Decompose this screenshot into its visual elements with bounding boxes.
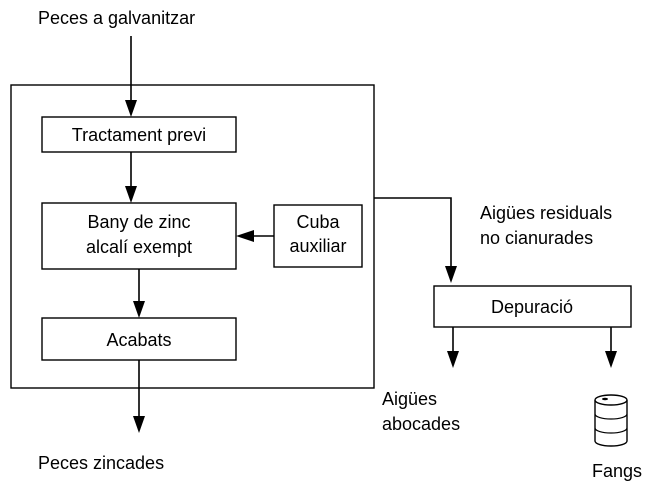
auxiliary-tank-box: Cuba auxiliar [273,204,363,268]
zinc-bath-label-line1: Bany de zinc [87,212,190,232]
pretreatment-box: Tractament previ [41,116,237,153]
wastewater-arrow [374,197,457,283]
input-arrow [125,36,137,117]
bath-to-finishing-arrow [133,269,145,318]
finishing-box: Acabats [41,317,237,361]
pretreatment-label: Tractament previ [72,125,206,145]
wastewater-label-line2: no cianurades [480,228,593,248]
output-arrow [133,360,145,433]
auxiliary-to-bath-arrow [236,230,274,242]
input-label: Peces a galvanitzar [38,8,195,28]
auxiliary-tank-label-line1: Cuba [296,212,340,232]
auxiliary-tank-label-line2: auxiliar [289,236,346,256]
discharged-water-arrow [447,327,459,368]
barrel-icon [594,394,628,447]
discharged-label-line1: Aigües [382,389,437,409]
treatment-box: Depuració [433,285,632,328]
wastewater-label-line1: Aigües residuals [480,203,612,223]
discharged-label-line2: abocades [382,414,460,434]
treatment-label: Depuració [491,297,573,317]
finishing-label: Acabats [106,330,171,350]
zinc-bath-box: Bany de zinc alcalí exempt [41,202,237,270]
sludge-arrow [605,327,617,368]
pretreatment-to-bath-arrow [125,152,137,203]
output-label: Peces zincades [38,453,164,473]
zinc-bath-label-line2: alcalí exempt [86,237,192,257]
sludge-label: Fangs [592,461,642,481]
